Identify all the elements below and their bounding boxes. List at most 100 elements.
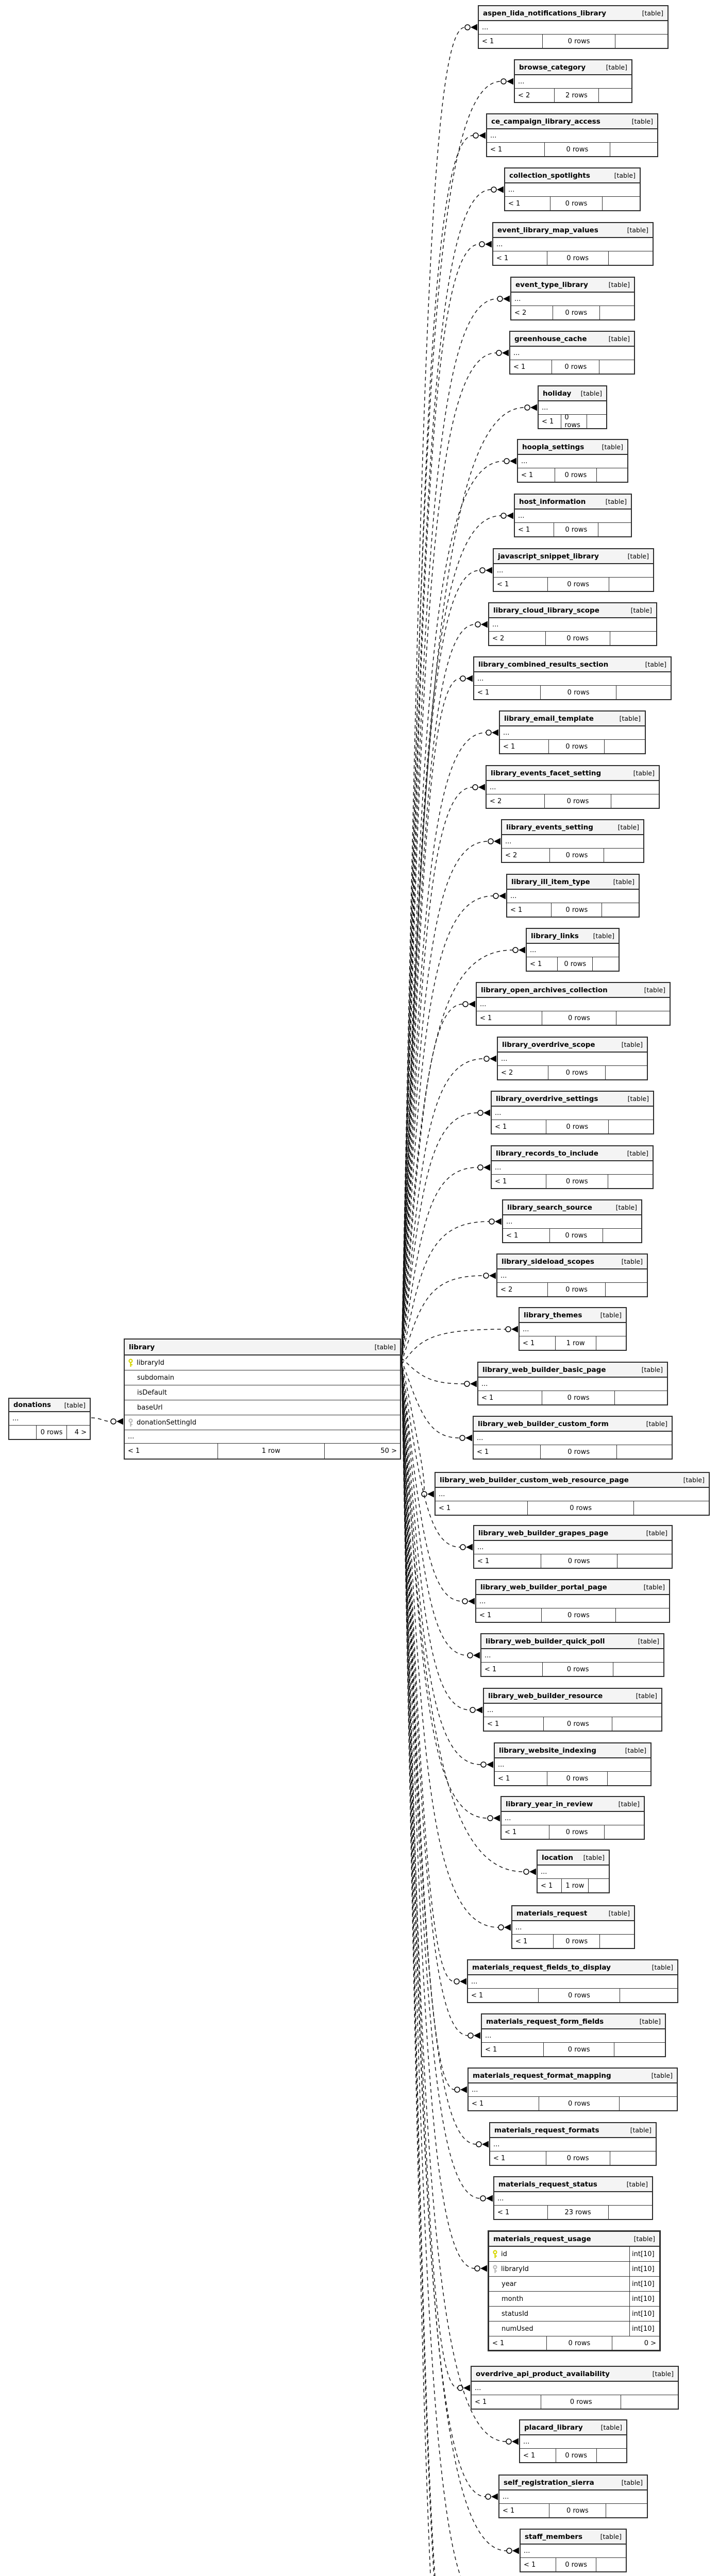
- table-box-library_combined_results_section[interactable]: library_combined_results_section[table].…: [473, 656, 672, 700]
- table-name[interactable]: library_web_builder_quick_poll: [486, 1637, 605, 1646]
- table-name[interactable]: library_search_source: [507, 1203, 592, 1212]
- table-name[interactable]: ce_campaign_library_access: [491, 117, 600, 126]
- table-name[interactable]: materials_request_form_fields: [486, 2017, 604, 2026]
- table-name[interactable]: library_ill_item_type: [511, 877, 590, 886]
- table-box-overdrive_api_product_availability[interactable]: overdrive_api_product_availability[table…: [471, 2366, 679, 2410]
- table-box-aspen_lida_notifications_library[interactable]: aspen_lida_notifications_library[table].…: [478, 5, 669, 49]
- table-box-materials_request_fields_to_display[interactable]: materials_request_fields_to_display[tabl…: [467, 1959, 678, 2003]
- table-box-library_web_builder_portal_page[interactable]: library_web_builder_portal_page[table]..…: [475, 1579, 670, 1623]
- table-name[interactable]: library_web_builder_portal_page: [480, 1583, 607, 1591]
- relationship-edge: [401, 515, 502, 1365]
- table-name[interactable]: overdrive_api_product_availability: [476, 2369, 610, 2378]
- table-name[interactable]: library_sideload_scopes: [502, 1257, 594, 1266]
- table-name[interactable]: library_records_to_include: [496, 1149, 598, 1158]
- table-box-library_open_archives_collection[interactable]: library_open_archives_collection[table].…: [476, 982, 671, 1026]
- table-name[interactable]: library_combined_results_section: [478, 660, 609, 669]
- table-box-library_web_builder_quick_poll[interactable]: library_web_builder_quick_poll[table]...…: [480, 1633, 664, 1677]
- table-name[interactable]: library_web_builder_custom_web_resource_…: [440, 1476, 629, 1484]
- table-name[interactable]: holiday: [543, 389, 572, 398]
- table-name[interactable]: staff_members: [525, 2532, 583, 2541]
- table-name[interactable]: library_web_builder_basic_page: [482, 1365, 606, 1374]
- table-box-library_web_builder_grapes_page[interactable]: library_web_builder_grapes_page[table]..…: [473, 1525, 673, 1569]
- table-box-library_web_builder_custom_web_resource_page[interactable]: library_web_builder_custom_web_resource_…: [435, 1472, 710, 1516]
- table-name[interactable]: materials_request_status: [498, 2180, 597, 2189]
- table-name[interactable]: host_information: [519, 497, 586, 506]
- table-name[interactable]: library_website_indexing: [499, 1746, 596, 1755]
- table-name[interactable]: library_year_in_review: [506, 1800, 593, 1808]
- columns-ellipsis: ...: [477, 998, 670, 1011]
- table-name[interactable]: browse_category: [519, 63, 586, 72]
- table-name[interactable]: donations: [13, 1401, 51, 1409]
- table-name[interactable]: materials_request_usage: [493, 2234, 591, 2243]
- table-box-library_events_facet_setting[interactable]: library_events_facet_setting[table]...< …: [486, 765, 660, 809]
- table-name[interactable]: library_events_facet_setting: [491, 769, 602, 777]
- table-box-materials_request_format_mapping[interactable]: materials_request_format_mapping[table].…: [467, 2067, 678, 2111]
- table-name[interactable]: library_web_builder_custom_form: [478, 1419, 609, 1428]
- table-name[interactable]: library_web_builder_grapes_page: [478, 1529, 609, 1537]
- table-name[interactable]: javascript_snippet_library: [498, 552, 599, 561]
- table-name[interactable]: materials_request_format_mapping: [473, 2071, 611, 2080]
- table-name[interactable]: event_type_library: [515, 280, 588, 289]
- table-box-library_cloud_library_scope[interactable]: library_cloud_library_scope[table]...< 2…: [488, 602, 657, 646]
- table-name[interactable]: library_overdrive_settings: [496, 1094, 598, 1103]
- table-name[interactable]: library_web_builder_resource: [488, 1691, 603, 1700]
- table-box-library_web_builder_basic_page[interactable]: library_web_builder_basic_page[table]...…: [477, 1362, 668, 1405]
- crows-foot-connector-icon: [481, 621, 488, 628]
- table-name[interactable]: library: [129, 1343, 155, 1351]
- table-name[interactable]: library_cloud_library_scope: [493, 606, 599, 615]
- table-name[interactable]: materials_request: [516, 1909, 588, 1918]
- table-name[interactable]: library_overdrive_scope: [502, 1040, 595, 1049]
- table-name[interactable]: placard_library: [524, 2423, 583, 2432]
- table-name[interactable]: greenhouse_cache: [514, 334, 587, 343]
- table-name[interactable]: collection_spotlights: [509, 171, 590, 180]
- table-name[interactable]: library_themes: [524, 1311, 582, 1319]
- table-name[interactable]: library_open_archives_collection: [481, 986, 608, 994]
- table-name[interactable]: hoopla_settings: [522, 443, 585, 451]
- table-name[interactable]: library_links: [531, 931, 579, 940]
- table-box-library_web_builder_custom_form[interactable]: library_web_builder_custom_form[table]..…: [473, 1416, 673, 1460]
- table-name[interactable]: event_library_map_values: [497, 226, 598, 234]
- table-box-materials_request_form_fields[interactable]: materials_request_form_fields[table]...<…: [481, 2013, 666, 2057]
- table-name[interactable]: location: [542, 1853, 573, 1862]
- table-name[interactable]: library_email_template: [504, 714, 594, 723]
- table-name[interactable]: self_registration_sierra: [504, 2478, 594, 2487]
- table-box-library_web_builder_resource[interactable]: library_web_builder_resource[table]...< …: [483, 1688, 662, 1732]
- table-name[interactable]: aspen_lida_notifications_library: [483, 9, 607, 18]
- table-name[interactable]: library_events_setting: [506, 823, 593, 832]
- table-name[interactable]: materials_request_formats: [494, 2126, 599, 2134]
- table-name[interactable]: materials_request_fields_to_display: [472, 1963, 611, 1972]
